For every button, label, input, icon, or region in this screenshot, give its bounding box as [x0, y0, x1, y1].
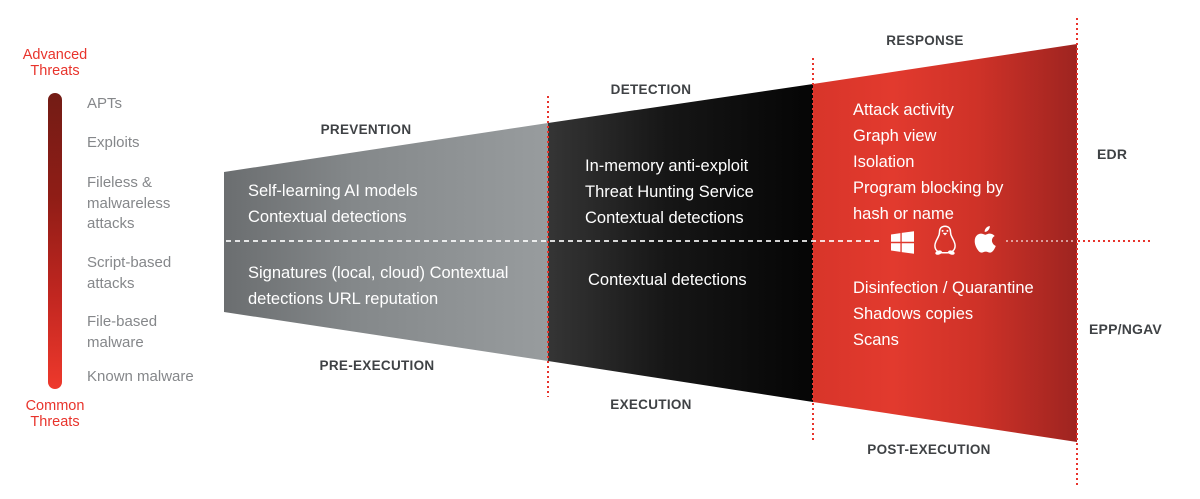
threat-item-file-based: File-based malware — [87, 313, 158, 351]
prevention-edr-features: Self-learning AI models Contextual detec… — [248, 182, 418, 226]
prevention-epp-features: Signatures (local, cloud) Contextual det… — [248, 264, 509, 308]
edr-epp-divider-dashed — [226, 240, 880, 242]
divider-prevention-detection — [547, 96, 549, 397]
phase-pre-execution-label: PRE-EXECUTION — [319, 358, 435, 373]
edr-epp-divider-dots-inner — [1006, 240, 1076, 242]
apple-icon — [973, 226, 997, 259]
phase-prevention-label: PREVENTION — [320, 122, 412, 137]
edr-label: EDR — [1097, 146, 1128, 162]
divider-response-end — [1076, 18, 1078, 486]
threat-item-apts: APTs — [87, 95, 123, 112]
linux-icon — [931, 224, 959, 261]
threat-item-script-based: Script-based attacks — [87, 254, 172, 292]
edr-epp-divider-dots-outer — [1078, 240, 1152, 242]
epp-ngav-label: EPP/NGAV — [1089, 321, 1162, 337]
phase-response-label: RESPONSE — [886, 33, 964, 48]
phase-post-execution-label: POST-EXECUTION — [867, 442, 991, 457]
threat-item-exploits: Exploits — [87, 134, 140, 151]
response-segment — [813, 44, 1077, 442]
advanced-threats-label: Advanced Threats — [22, 47, 88, 79]
detection-epp-features: Contextual detections — [588, 271, 747, 289]
response-edr-features: Attack activity Graph view Isolation Pro… — [853, 101, 1004, 223]
windows-icon — [891, 231, 914, 259]
threat-item-known-malware: Known malware — [87, 368, 194, 385]
divider-detection-response — [812, 58, 814, 440]
threat-gradient-bar — [48, 93, 62, 389]
detection-edr-features: In-memory anti-exploit Threat Hunting Se… — [585, 157, 754, 227]
prevention-segment — [224, 123, 548, 361]
threat-item-fileless: Fileless & malwareless attacks — [87, 174, 171, 232]
detection-segment — [548, 84, 813, 402]
response-epp-features: Disinfection / Quarantine Shadows copies… — [853, 279, 1034, 349]
phase-detection-label: DETECTION — [610, 82, 692, 97]
common-threats-label: Common Threats — [25, 398, 85, 430]
phase-execution-label: EXECUTION — [610, 397, 692, 412]
